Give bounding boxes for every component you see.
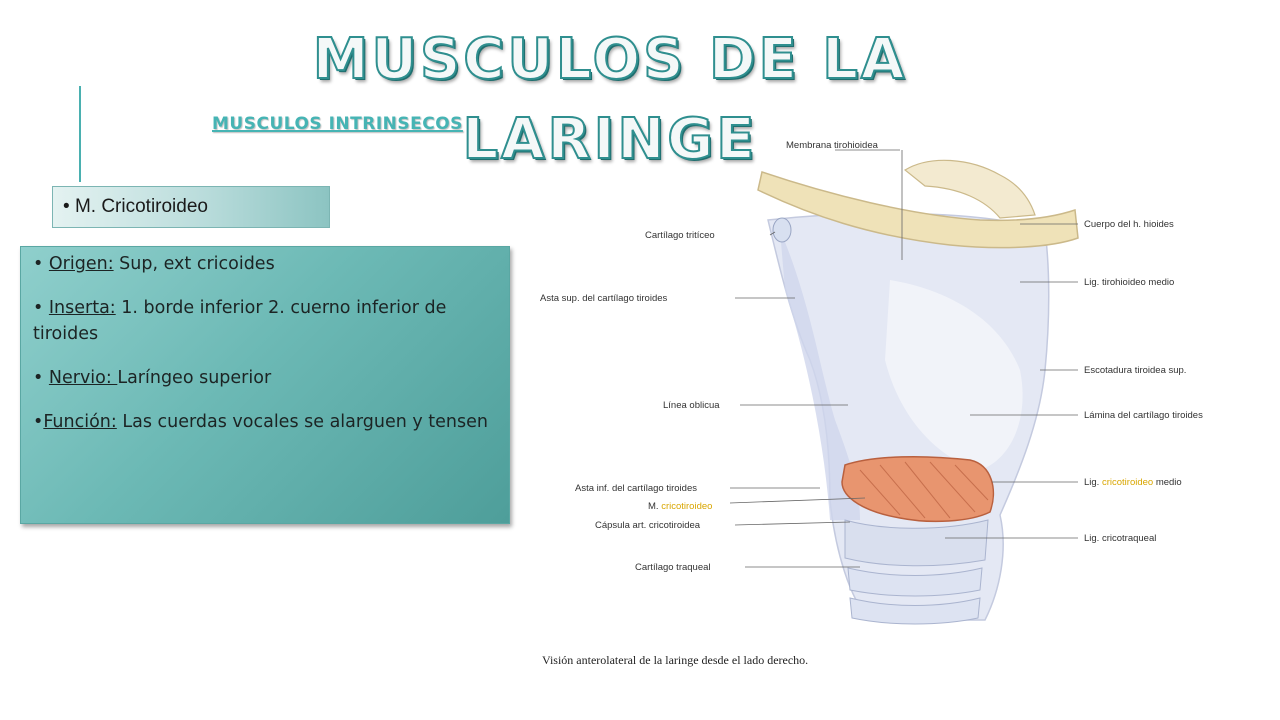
triticeous-cartilage-shape xyxy=(772,217,792,243)
hyoid-greater-horn xyxy=(903,159,1036,219)
nervio-text: Laríngeo superior xyxy=(117,368,272,388)
nervio-label: Nervio: xyxy=(48,368,118,388)
info-funcion: •Función: Las cuerdas vocales se alargue… xyxy=(33,412,489,432)
cricothyroid-muscle-shape xyxy=(841,455,995,523)
hyoid-bone-shape xyxy=(757,171,1079,249)
funcion-text: Las cuerdas vocales se alarguen y tensen xyxy=(116,412,489,432)
label-lig-tirohioideo: Lig. tirohioideo medio xyxy=(1084,277,1174,288)
inserta-label: Inserta: xyxy=(48,298,116,318)
thyroid-shading xyxy=(780,230,860,520)
muscle-name: M. Cricotiroideo xyxy=(74,196,208,217)
label-linea-oblicua: Línea oblicua xyxy=(663,400,720,411)
label-m-cricotiroideo: M. cricotiroideo xyxy=(648,501,712,512)
info-inserta: • Inserta: 1. borde inferior 2. cuerno i… xyxy=(33,298,447,344)
label-asta-inf: Asta inf. del cartílago tiroides xyxy=(575,483,697,494)
label-m-highlight: cricotiroideo xyxy=(661,501,712,512)
label-escotadura: Escotadura tiroidea sup. xyxy=(1084,365,1186,376)
inserta-text: 1. borde inferior 2. cuerno inferior de … xyxy=(33,298,447,344)
page-title: MUSCULOS DE LA LARINGE xyxy=(312,26,908,173)
funcion-label: Función: xyxy=(43,412,117,432)
label-cartilago-triticeo: Cartílago tritíceo xyxy=(645,230,715,241)
label-lig-highlight: cricotiroideo xyxy=(1102,477,1153,488)
leader-lines xyxy=(729,149,1078,568)
larynx-diagram: Membrana tirohioidea Cartílago tritíceo … xyxy=(530,120,1270,680)
label-lig-cricotiroideo: Lig. cricotiroideo medio xyxy=(1084,477,1182,488)
accent-line xyxy=(79,86,81,182)
section-subtitle: MUSCULOS INTRINSECOS xyxy=(212,114,463,134)
label-cuerpo-hioides: Cuerpo del h. hioides xyxy=(1084,219,1174,230)
origen-text: Sup, ext cricoides xyxy=(113,254,275,274)
larynx-illustration: Membrana tirohioidea Cartílago tritíceo … xyxy=(540,140,1203,667)
label-capsula: Cápsula art. cricotiroidea xyxy=(595,520,701,531)
bullet: • xyxy=(63,196,70,217)
label-m-prefix: M. xyxy=(648,501,661,512)
cricoid-cartilage-shape xyxy=(844,519,989,567)
muscle-fibers xyxy=(859,461,989,519)
muscle-name-box: • M. Cricotiroideo xyxy=(52,186,330,228)
info-origen: • Origen: Sup, ext cricoides xyxy=(33,254,275,274)
muscle-info-box: • Origen: Sup, ext cricoides • Inserta: … xyxy=(20,246,510,524)
label-lig-suffix: medio xyxy=(1153,477,1182,488)
info-nervio: • Nervio: Laríngeo superior xyxy=(33,368,272,388)
tracheal-ring-1 xyxy=(847,567,983,597)
label-lig-prefix: Lig. xyxy=(1084,477,1102,488)
lamina-shading xyxy=(885,280,1023,470)
origen-label: Origen: xyxy=(48,254,114,274)
label-lig-cricotraqueal: Lig. cricotraqueal xyxy=(1084,533,1156,544)
label-asta-sup: Asta sup. del cartílago tiroides xyxy=(540,293,668,304)
label-membrana-tirohioidea: Membrana tirohioidea xyxy=(786,140,879,151)
label-cartilago-traqueal: Cartílago traqueal xyxy=(635,562,711,573)
label-lamina: Lámina del cartílago tiroides xyxy=(1084,410,1203,421)
tracheal-ring-2 xyxy=(849,597,981,625)
diagram-caption: Visión anterolateral de la laringe desde… xyxy=(542,653,808,667)
